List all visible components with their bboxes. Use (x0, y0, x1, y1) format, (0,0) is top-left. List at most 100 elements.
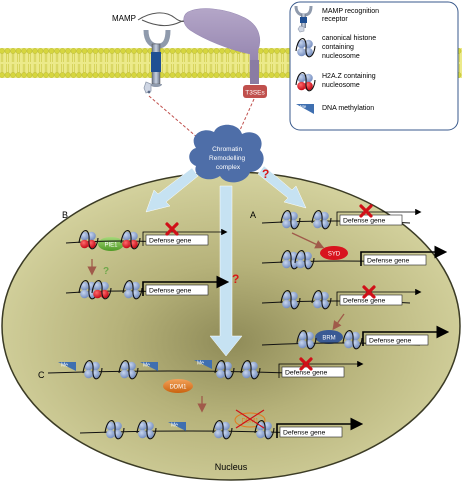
syd-factor: SYD (320, 246, 348, 260)
defense-gene-label: Defense gene (343, 218, 386, 225)
transcription-arrow (142, 228, 228, 246)
panel-letter-b: B (62, 210, 68, 220)
defense-gene-label: Defense gene (369, 338, 412, 345)
step-arrow (332, 313, 345, 331)
t3se-injection: T3SEs (183, 8, 267, 98)
transcription-arrow (336, 288, 422, 306)
defense-gene-label: Defense gene (343, 298, 386, 305)
mamp-receptor: MAMP (112, 12, 209, 94)
legend-nucleosome-icon (295, 38, 316, 58)
nucleosome-icon (212, 420, 233, 440)
pie1-factor: PIE1 (98, 237, 124, 251)
defense-gene-box: Defense gene (142, 275, 230, 296)
svg-text:BRM: BRM (322, 336, 335, 342)
kinase-domain-icon (143, 81, 152, 94)
legend-receptor-icon (294, 5, 313, 33)
svg-text:PIE1: PIE1 (104, 243, 118, 249)
nucleosome-icon (118, 360, 139, 380)
brm-factor: BRM (315, 330, 343, 344)
transcription-arrow (360, 245, 448, 266)
arrow-to-c (209, 185, 243, 357)
ddm1-factor: DDM1 (163, 379, 193, 393)
svg-text:DDM1: DDM1 (241, 419, 259, 425)
nucleosome-icon (280, 210, 301, 230)
legend-h2az-nucleosome-icon (295, 72, 316, 92)
nucleosome-icon (82, 360, 103, 380)
defense-gene-label: Defense gene (367, 258, 410, 265)
t3se-label: T3SEs (245, 90, 265, 97)
repression-cross-icon (362, 285, 376, 299)
nucleus-label: Nucleus (215, 462, 248, 472)
svg-text:Me: Me (300, 104, 307, 109)
nucleosome-icon (294, 250, 315, 270)
transcription-arrow (276, 417, 364, 438)
h2az-nucleosome-icon (295, 72, 316, 92)
legend-canonical-label: canonical histone containing nucleosome (322, 35, 378, 60)
signal-arrows (148, 95, 255, 152)
defense-gene-label: Defense gene (283, 430, 326, 437)
receptor-cup-icon (143, 29, 171, 49)
pathway-arrows: ? ? (145, 165, 307, 357)
methyl-flag-icon: Me (58, 362, 76, 371)
methyl-label: Me (61, 363, 68, 369)
transcription-arrow (142, 275, 230, 296)
nucleosome-icon (311, 210, 332, 230)
nucleosome-icon (342, 330, 363, 350)
legend: MAMP recognition receptor canonical hist… (289, 1, 459, 131)
defense-gene-box: Defense gene (360, 245, 448, 266)
ddm1-factor-inactive: DDM1 (234, 412, 266, 428)
defense-gene-box: Defense gene (276, 417, 364, 438)
repression-cross-icon (359, 204, 373, 218)
svg-text:SYD: SYD (328, 252, 341, 258)
nucleosome-icon (240, 360, 261, 380)
nucleosome-icon (122, 280, 143, 300)
h2az-nucleosome-icon (91, 280, 112, 300)
arrow-to-a (257, 165, 307, 209)
nucleosome-icon (78, 280, 99, 300)
question-mark-c: ? (232, 272, 239, 286)
defense-gene-label: Defense gene (149, 288, 192, 295)
nucleosome-icon (295, 38, 316, 58)
defense-gene-label: Defense gene (149, 238, 192, 245)
methyl-label: Me (143, 363, 150, 369)
defense-gene-box: Defense gene (278, 360, 364, 378)
arrow-to-b (145, 167, 199, 213)
methyl-flag-icon: Me (140, 362, 158, 371)
legend-methyl-label: DNA methylation (322, 105, 374, 112)
mamp-label: MAMP (112, 14, 136, 23)
t3se-box (243, 85, 267, 98)
ddm1-inactive-cross-icon (235, 409, 265, 429)
panel-letter-c: C (38, 370, 45, 380)
step-arrow (291, 232, 325, 249)
question-mark-b: ? (103, 266, 109, 277)
nucleosome-icon (104, 420, 125, 440)
transcription-arrow (278, 360, 364, 378)
defense-gene-label: Defense gene (285, 370, 328, 377)
repression-cross-icon (299, 357, 313, 371)
legend-receptor-label: MAMP recognition receptor (322, 8, 381, 23)
defense-gene-box: Defense gene (362, 325, 450, 346)
legend-h2az-label: H2A.Z containing nucleosome (322, 73, 378, 89)
nucleosome-icon (311, 290, 332, 310)
complex-label: Chromatin Remodelling complex (209, 146, 247, 171)
question-mark-a: ? (262, 167, 269, 181)
methyl-label: Me (171, 423, 178, 429)
panel-letter-a: A (250, 210, 256, 220)
nucleosome-icon (136, 420, 157, 440)
transcription-arrow (336, 208, 422, 226)
methyl-flag-icon: Me (194, 360, 212, 369)
nucleosome-icon (296, 330, 317, 350)
h2az-nucleosome-icon (78, 230, 99, 250)
h2az-nucleosome-icon (120, 230, 141, 250)
nucleosome-icon (280, 290, 301, 310)
legend-methyl-flag-icon: Me (296, 104, 314, 114)
svg-text:DDM1: DDM1 (169, 385, 187, 391)
methyl-flag-icon: Me (168, 422, 186, 431)
nucleosome-icon (214, 360, 235, 380)
chromatin-remodelling-complex: Chromatin Remodelling complex (189, 124, 264, 183)
